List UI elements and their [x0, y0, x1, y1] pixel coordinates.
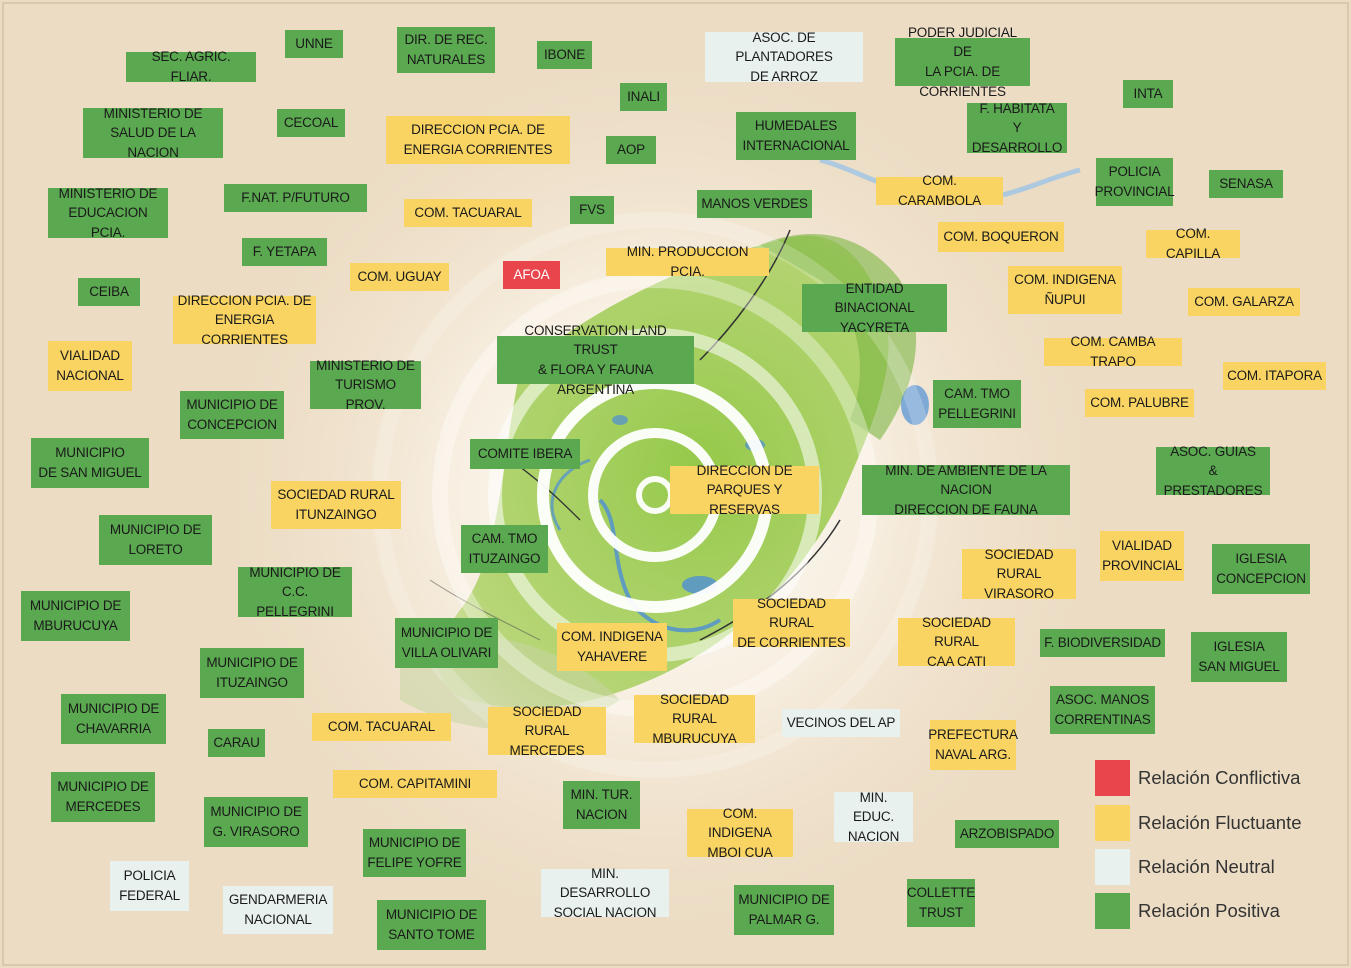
actor-box-policia-provincial: POLICIA PROVINCIAL — [1095, 158, 1175, 206]
actor-box-com-camba-trapo: COM. CAMBA TRAPO — [1044, 334, 1182, 369]
actor-box-f-habitata: F. HABITATA Y DESARROLLO — [967, 101, 1067, 155]
legend-label-conflictiva: Relación Conflictiva — [1138, 767, 1301, 788]
actor-box-fvs: FVS — [570, 196, 614, 224]
actor-box-municipio-san-miguel: MUNICIPIO DE SAN MIGUEL — [31, 438, 149, 488]
actor-box-iglesia-concepcion: IGLESIA CONCEPCION — [1212, 544, 1310, 594]
actor-box-direccion-energia-1: DIRECCION PCIA. DE ENERGIA CORRIENTES — [386, 116, 570, 164]
actor-box-conservation-land-trust: CONSERVATION LAND TRUST & FLORA Y FAUNA … — [497, 323, 694, 397]
actor-box-inta: INTA — [1123, 80, 1173, 108]
actor-box-com-indigena-mboi-cua: COM. INDIGENA MBOI CUA — [687, 806, 793, 860]
actor-box-afoa: AFOA — [503, 261, 560, 289]
actor-box-comite-ibera: COMITE IBERA — [470, 439, 580, 469]
actor-box-min-produccion: MIN. PRODUCCION PCIA. — [606, 244, 769, 279]
actor-box-sociedad-rural-ituzaingo: SOCIEDAD RURAL ITUNZAINGO — [271, 481, 401, 529]
actor-box-entidad-yacyreta: ENTIDAD BINACIONAL YACYRETA — [802, 281, 947, 335]
actor-box-cam-tmo-pellegrini: CAM. TMO PELLEGRINI — [933, 380, 1021, 428]
actor-box-sociedad-rural-corrientes: SOCIEDAD RURAL DE CORRIENTES — [733, 596, 850, 650]
actor-box-ibone: IBONE — [537, 41, 592, 69]
actor-box-com-capitamini: COM. CAPITAMINI — [333, 770, 497, 798]
actor-box-f-yetapa: F. YETAPA — [242, 238, 327, 266]
actor-box-municipio-mercedes: MUNICIPIO DE MERCEDES — [51, 772, 155, 822]
actor-box-com-itapora: COM. ITAPORA — [1223, 362, 1326, 390]
actor-box-f-biodiversidad: F. BIODIVERSIDAD — [1040, 629, 1165, 657]
actor-box-ministerio-educacion: MINISTERIO DE EDUCACION PCIA. — [48, 186, 168, 240]
legend-swatch-positiva — [1095, 893, 1130, 929]
actor-box-senasa: SENASA — [1209, 170, 1283, 198]
actor-box-prefectura-naval: PREFECTURA NAVAL ARG. — [928, 720, 1018, 770]
actor-box-policia-federal: POLICIA FEDERAL — [110, 861, 189, 911]
actor-box-direccion-energia-2: DIRECCION PCIA. DE ENERGIA CORRIENTES — [173, 293, 316, 347]
actor-box-humedales-internacional: HUMEDALES INTERNACIONAL — [736, 112, 856, 160]
actor-box-vialidad-nacional: VIALIDAD NACIONAL — [48, 341, 132, 391]
legend-swatch-neutral — [1095, 849, 1130, 885]
actor-box-unne: UNNE — [285, 30, 343, 58]
actor-box-ceiba: CEIBA — [78, 278, 140, 306]
legend-item-neutral: Relación Neutral — [1095, 849, 1345, 885]
actor-box-ministerio-turismo: MINISTERIO DE TURISMO PROV. — [310, 358, 421, 412]
actor-box-com-tacuaral-1: COM. TACUARAL — [404, 199, 532, 227]
actor-box-sociedad-rural-mburucuya: SOCIEDAD RURAL MBURUCUYA — [634, 692, 755, 746]
legend-item-fluctuante: Relación Fluctuante — [1095, 805, 1345, 841]
actor-box-vialidad-provincial: VIALIDAD PROVINCIAL — [1100, 531, 1184, 581]
actor-box-carau: CARAU — [208, 729, 265, 757]
actor-box-com-indigena-yahavere: COM. INDIGENA YAHAVERE — [557, 623, 667, 671]
legend-swatch-fluctuante — [1095, 805, 1130, 841]
actor-box-vecinos-ap: VECINOS DEL AP — [782, 709, 900, 737]
actor-box-municipio-ituzaingo: MUNICIPIO DE ITUZAINGO — [200, 648, 304, 698]
actor-box-poder-judicial: PODER JUDICIAL DE LA PCIA. DE CORRIENTES — [895, 25, 1030, 99]
actor-box-sec-agric-fliar: SEC. AGRIC. FLIAR. — [126, 49, 256, 84]
actor-box-arzobispado: ARZOBISPADO — [955, 820, 1059, 848]
actor-box-com-carambola: COM. CARAMBOLA — [876, 173, 1003, 208]
legend-label-fluctuante: Relación Fluctuante — [1138, 812, 1302, 833]
actor-box-asoc-plantadores-arroz: ASOC. DE PLANTADORES DE ARROZ — [705, 30, 863, 84]
actor-box-f-nat-futuro: F.NAT. P/FUTURO — [224, 184, 367, 212]
actor-box-municipio-villa-olivari: MUNICIPIO DE VILLA OLIVARI — [395, 618, 498, 668]
actor-box-com-tacuaral-2: COM. TACUARAL — [312, 713, 451, 741]
actor-box-min-tur-nacion: MIN. TUR. NACION — [563, 781, 640, 829]
actor-box-municipio-mburucuya: MUNICIPIO DE MBURUCUYA — [21, 591, 130, 641]
legend-label-neutral: Relación Neutral — [1138, 856, 1275, 877]
actor-box-cecoal: CECOAL — [277, 109, 345, 137]
actor-box-ministerio-salud: MINISTERIO DE SALUD DE LA NACION — [83, 106, 223, 160]
actor-box-municipio-palmar-g: MUNICIPIO DE PALMAR G. — [734, 885, 834, 935]
actor-box-sociedad-rural-mercedes: SOCIEDAD RURAL MERCEDES — [488, 704, 606, 758]
actor-box-sociedad-rural-virasoro: SOCIEDAD RURAL VIRASORO — [962, 547, 1076, 601]
actor-box-asoc-guias: ASOC. GUIAS & PRESTADORES — [1156, 444, 1270, 498]
actor-box-municipio-santo-tome: MUNICIPIO DE SANTO TOME — [377, 900, 486, 950]
actor-box-asoc-manos-correntinas: ASOC. MANOS CORRENTINAS — [1050, 686, 1155, 734]
actor-box-manos-verdes: MANOS VERDES — [697, 190, 812, 218]
actor-box-municipio-cc-pellegrini: MUNICIPIO DE C.C. PELLEGRINI — [238, 565, 352, 619]
actor-box-municipio-chavarria: MUNICIPIO DE CHAVARRIA — [61, 694, 166, 744]
actor-box-sociedad-rural-caa-cati: SOCIEDAD RURAL CAA CATI — [898, 615, 1015, 669]
actor-box-dir-rec-naturales: DIR. DE REC. NATURALES — [397, 27, 495, 73]
actor-box-com-uguay: COM. UGUAY — [350, 263, 449, 291]
actor-box-min-educ-nacion: MIN. EDUC. NACION — [834, 790, 913, 844]
actor-box-iglesia-san-miguel: IGLESIA SAN MIGUEL — [1191, 632, 1287, 682]
actor-box-municipio-g-virasoro: MUNICIPIO DE G. VIRASORO — [204, 797, 308, 847]
actor-box-com-galarza: COM. GALARZA — [1188, 288, 1300, 316]
legend-item-positiva: Relación Positiva — [1095, 893, 1345, 929]
actor-box-direccion-parques: DIRECCION DE PARQUES Y RESERVAS — [670, 463, 819, 517]
legend-swatch-conflictiva — [1095, 760, 1130, 796]
actor-box-gendarmeria-nacional: GENDARMERIA NACIONAL — [223, 886, 333, 934]
actor-box-municipio-felipe-yofre: MUNICIPIO DE FELIPE YOFRE — [363, 829, 466, 877]
actor-box-com-capilla: COM. CAPILLA — [1146, 226, 1240, 261]
actor-box-municipio-loreto: MUNICIPIO DE LORETO — [99, 515, 212, 565]
legend-label-positiva: Relación Positiva — [1138, 900, 1280, 921]
actor-box-min-desarrollo-social: MIN. DESARROLLO SOCIAL NACION — [541, 866, 669, 920]
actor-box-municipio-concepcion: MUNICIPIO DE CONCEPCION — [180, 391, 284, 439]
legend-item-conflictiva: Relación Conflictiva — [1095, 760, 1345, 796]
actor-box-com-indigena-nupui: COM. INDIGENA ÑUPUI — [1008, 266, 1122, 314]
actor-box-inali: INALI — [620, 83, 667, 111]
actor-box-collette-trust: COLLETTE TRUST — [907, 879, 975, 927]
actor-box-cam-tmo-ituzaingo: CAM. TMO ITUZAINGO — [461, 525, 548, 573]
actor-box-com-boqueron: COM. BOQUERON — [938, 222, 1064, 252]
actor-box-min-ambiente: MIN. DE AMBIENTE DE LA NACION DIRECCION … — [862, 463, 1070, 517]
actor-box-com-palubre: COM. PALUBRE — [1085, 389, 1194, 417]
actor-box-aop: AOP — [606, 136, 656, 164]
